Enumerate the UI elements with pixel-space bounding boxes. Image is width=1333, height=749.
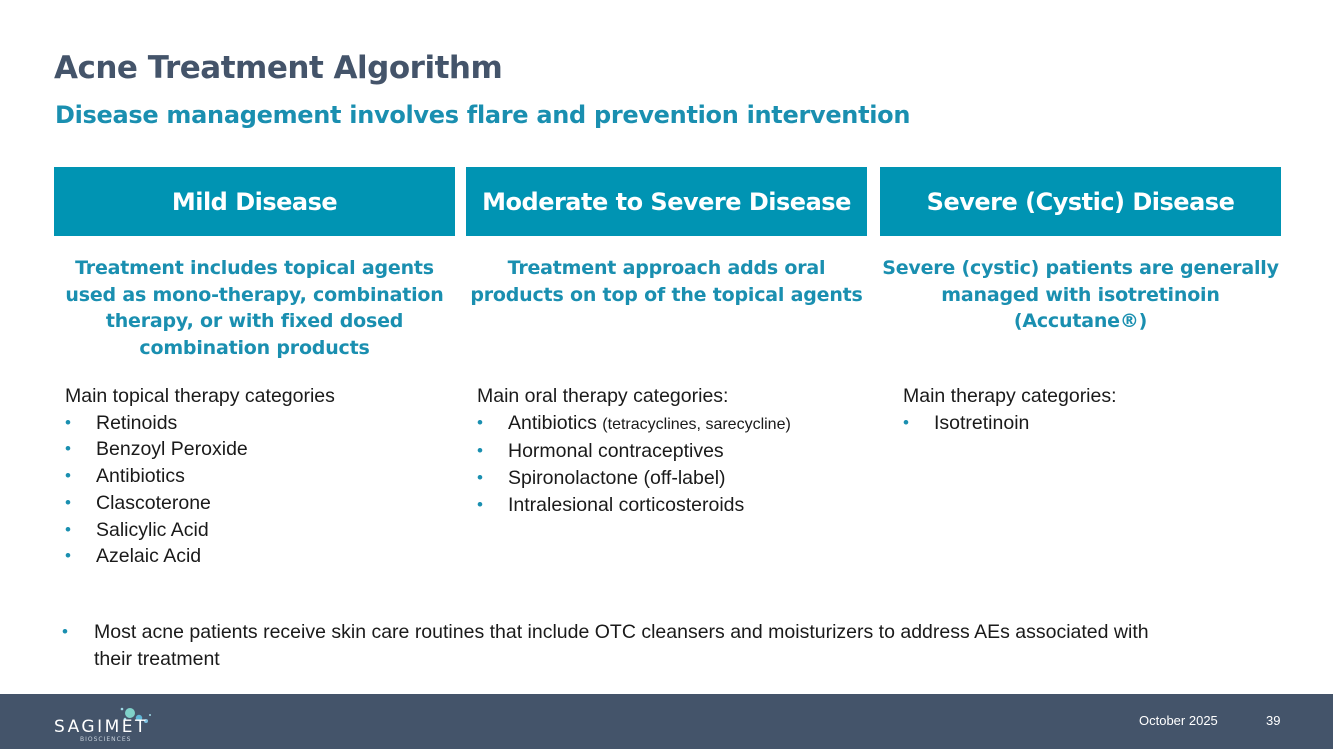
list-item: •Hormonal contraceptives	[477, 438, 877, 465]
list-item: •Clascoterone	[65, 490, 445, 517]
slide-subtitle: Disease management involves flare and pr…	[55, 101, 911, 129]
bullet-icon: •	[65, 439, 71, 459]
logo-text: SAGIMET	[54, 717, 148, 737]
therapy-list-mild: Main topical therapy categories •Retinoi…	[65, 383, 445, 570]
description-line: managed with isotretinoin	[941, 283, 1220, 306]
bullet-icon: •	[65, 412, 71, 432]
list-item-note: (tetracyclines, sarecycline)	[602, 415, 791, 433]
list-heading: Main therapy categories:	[903, 385, 1117, 407]
logo-subtext: BIOSCIENCES	[80, 736, 132, 743]
column-description-mild: Treatment includes topical agents used a…	[54, 255, 455, 361]
logo-dots-icon	[120, 707, 151, 723]
description-line: Treatment approach adds oral	[507, 257, 826, 279]
list-item: •Antibiotics (tetracyclines, sarecycline…	[477, 410, 877, 439]
footnote-bullet: • Most acne patients receive skin care r…	[62, 619, 1262, 672]
column-header-moderate: Moderate to Severe Disease	[466, 167, 867, 236]
list-item: •Spironolactone (off-label)	[477, 465, 877, 492]
list-item: •Retinoids	[65, 410, 445, 437]
list-item: •Salicylic Acid	[65, 517, 445, 544]
footer-bar: SAGIMET BIOSCIENCES October 2025 39	[0, 694, 1333, 749]
slide-title: Acne Treatment Algorithm	[54, 50, 503, 86]
description-line: combination products	[139, 336, 370, 359]
bullet-icon: •	[903, 412, 909, 432]
list-item: •Intralesional corticosteroids	[477, 492, 877, 519]
bullet-icon: •	[65, 519, 71, 539]
list-item: •Isotretinoin	[903, 410, 1273, 437]
therapy-list-moderate: Main oral therapy categories: •Antibioti…	[477, 383, 877, 519]
list-item: •Antibiotics	[65, 463, 445, 490]
footer-date: October 2025	[1139, 713, 1218, 728]
footnote-line: Most acne patients receive skin care rou…	[94, 621, 1149, 643]
description-line: Severe (cystic) patients are generally	[882, 257, 1279, 279]
column-description-moderate: Treatment approach adds oral products on…	[466, 255, 867, 308]
company-logo: SAGIMET BIOSCIENCES	[50, 699, 160, 744]
page-number: 39	[1266, 713, 1281, 728]
description-line: therapy, or with fixed dosed	[105, 310, 404, 332]
column-header-severe: Severe (Cystic) Disease	[880, 167, 1281, 236]
footnote-line: their treatment	[94, 647, 220, 670]
list-item: •Azelaic Acid	[65, 543, 445, 570]
description-line: Treatment includes topical agents	[75, 257, 434, 279]
bullet-icon: •	[477, 412, 483, 432]
therapy-list-severe: Main therapy categories: •Isotretinoin	[903, 383, 1273, 436]
bullet-icon: •	[477, 494, 483, 514]
list-heading: Main topical therapy categories	[65, 385, 335, 407]
list-heading: Main oral therapy categories:	[477, 385, 729, 407]
bullet-icon: •	[477, 468, 483, 488]
description-line: (Accutane®)	[1013, 310, 1148, 332]
description-line: products on top of the topical agents	[470, 283, 863, 306]
description-line: used as mono-therapy, combination	[65, 283, 444, 306]
bullet-icon: •	[477, 441, 483, 461]
column-description-severe: Severe (cystic) patients are generally m…	[880, 255, 1281, 335]
list-item: •Benzoyl Peroxide	[65, 436, 445, 463]
bullet-icon: •	[62, 622, 68, 641]
column-header-mild: Mild Disease	[54, 167, 455, 236]
bullet-icon: •	[65, 466, 71, 486]
bullet-icon: •	[65, 492, 71, 512]
bullet-icon: •	[65, 546, 71, 566]
